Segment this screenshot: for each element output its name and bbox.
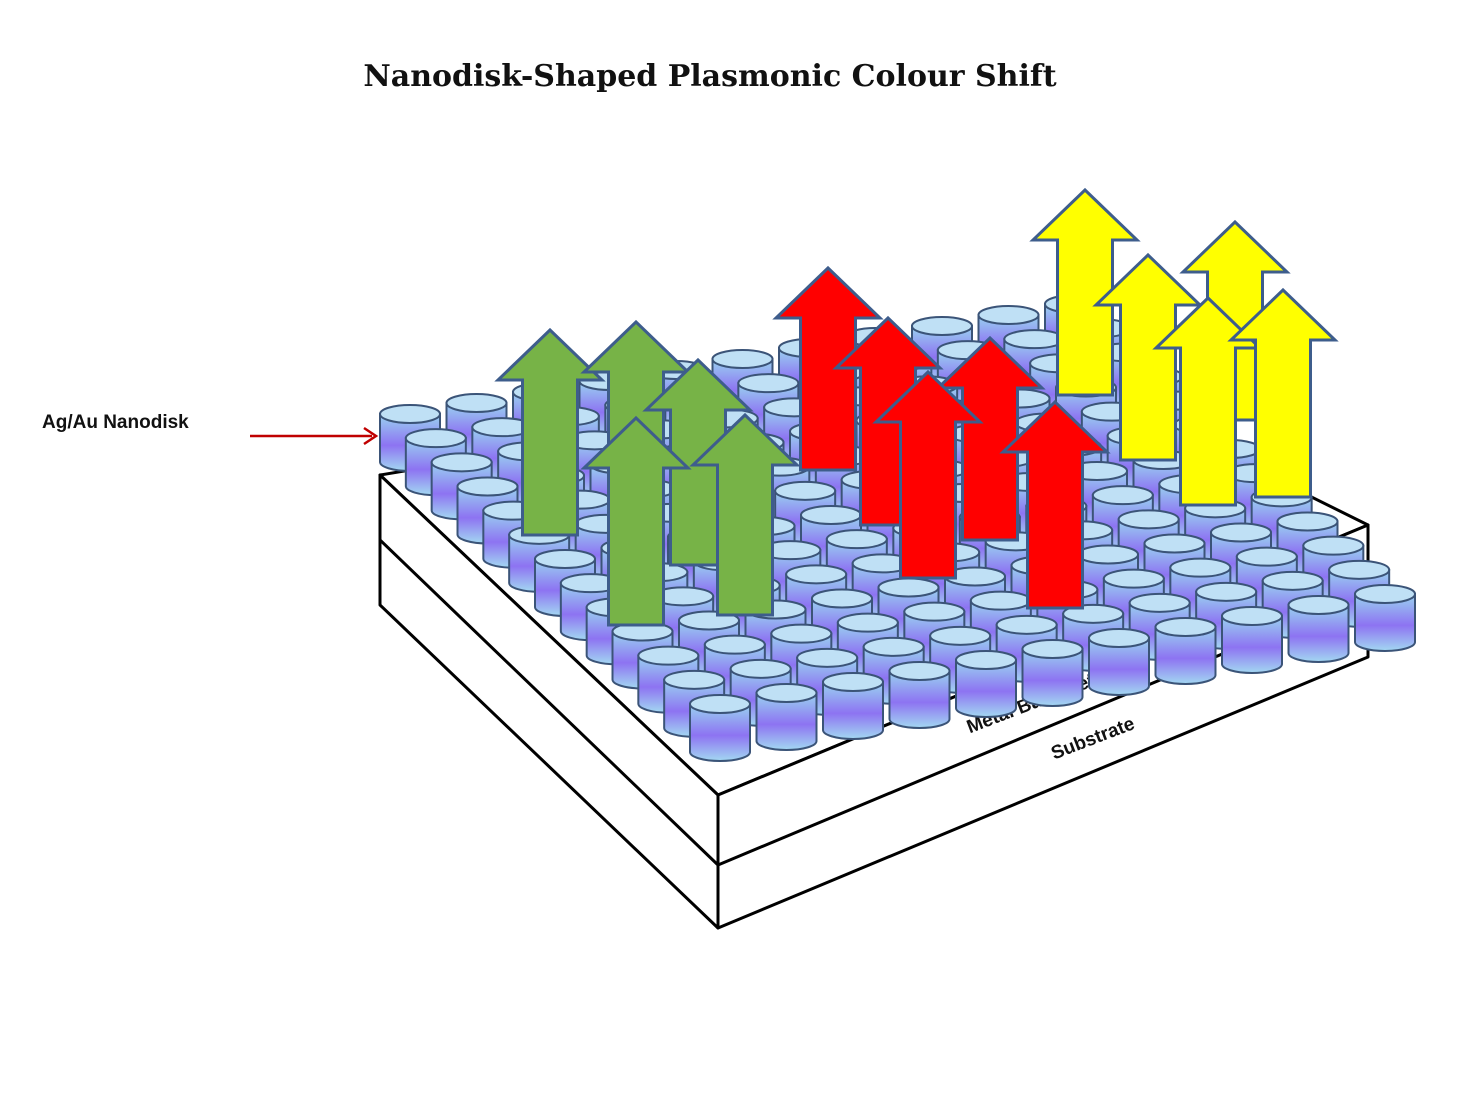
cylinder-icon xyxy=(1287,595,1350,663)
cylinder-icon xyxy=(1088,628,1150,696)
layer-divider-left xyxy=(378,538,720,867)
arrow-up-icon xyxy=(689,412,801,617)
arrow-up-icon xyxy=(999,399,1111,610)
arrow-up-icon xyxy=(494,327,606,537)
cylinder-icon xyxy=(1021,639,1084,707)
cylinder-icon xyxy=(822,672,884,740)
light-arrow-group xyxy=(494,187,1339,627)
cylinder-icon xyxy=(888,661,951,729)
cylinder-icon xyxy=(1154,617,1217,685)
arrow-up-icon xyxy=(1029,187,1141,397)
cylinder-icon xyxy=(755,683,818,751)
arrow-up-icon xyxy=(1227,287,1339,499)
arrow-up-icon xyxy=(872,369,984,580)
arrow-up-icon xyxy=(772,265,884,472)
cylinder-icon xyxy=(1354,584,1416,652)
cylinder-icon xyxy=(1221,606,1283,674)
cylinder-icon xyxy=(689,694,751,762)
arrow-up-icon xyxy=(1092,252,1204,462)
nanodisk-label: Ag/Au Nanodisk xyxy=(42,412,189,433)
arrow-right-icon xyxy=(250,426,379,446)
cylinder-icon xyxy=(955,650,1017,718)
page-title: Nanodisk-Shaped Plasmonic Colour Shift xyxy=(363,59,1056,94)
arrow-up-icon xyxy=(580,415,692,627)
